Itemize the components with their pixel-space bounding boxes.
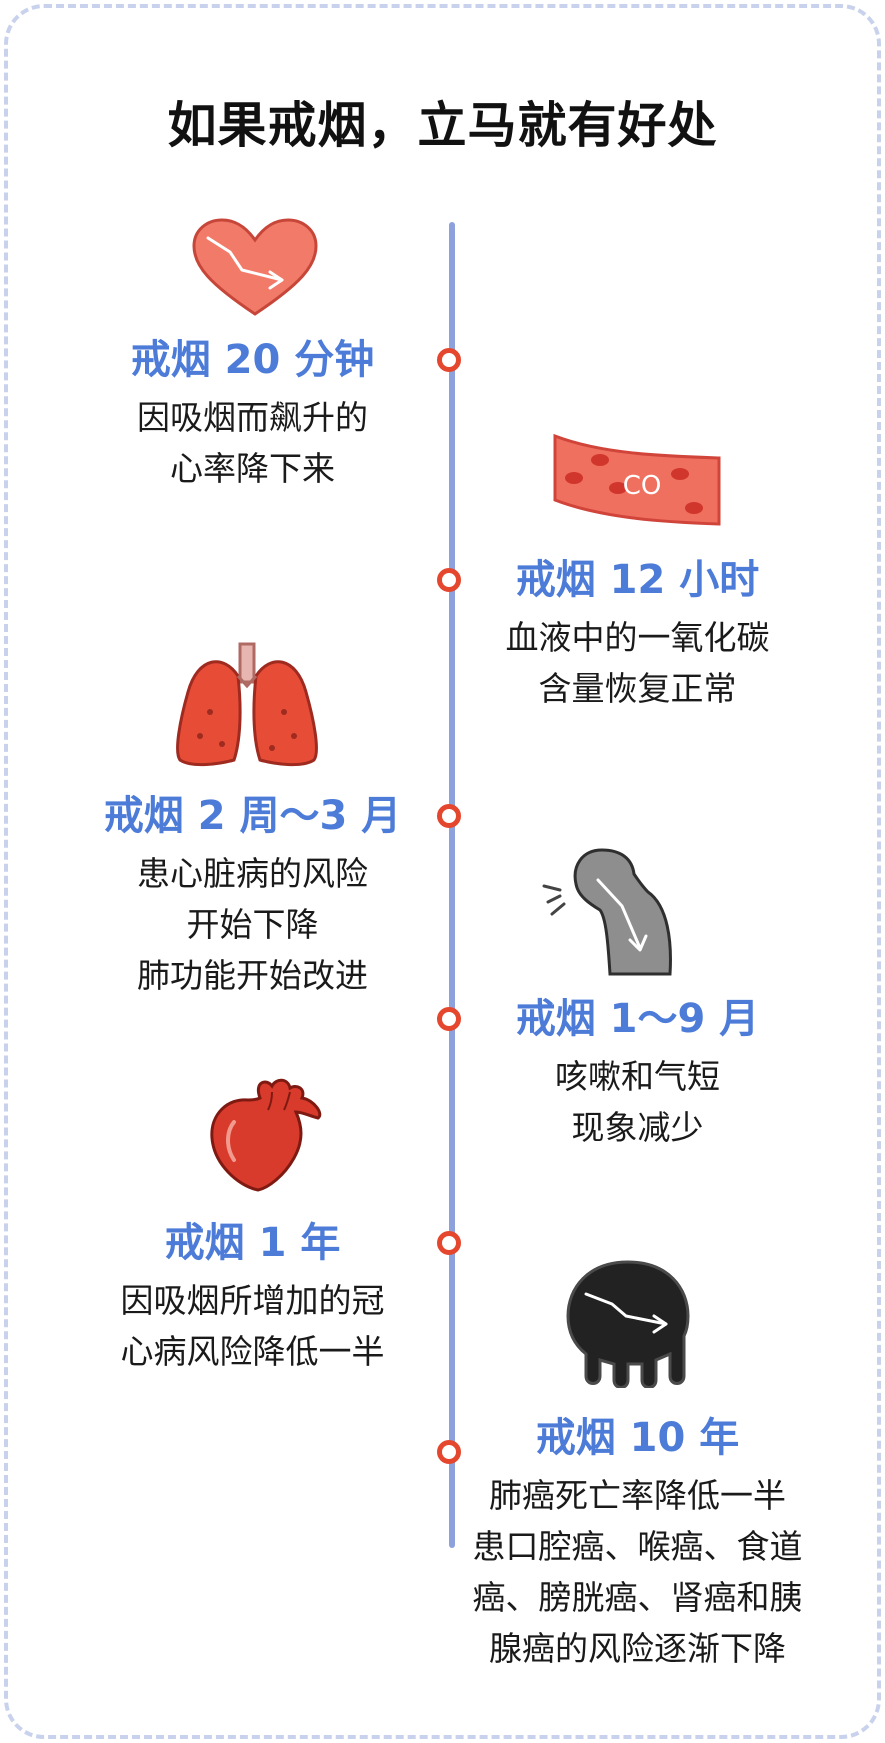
- milestone-heading: 戒烟 12 小时: [515, 557, 760, 603]
- milestone-1-9-months: 戒烟 1～9 月 咳嗽和气短 现象减少: [435, 995, 840, 1153]
- description-line: 肺癌死亡率降低一半: [489, 1476, 786, 1515]
- description-line: 心率降下来: [170, 449, 335, 488]
- description-line: 肺功能开始改进: [137, 956, 368, 995]
- heart-icon: [192, 218, 318, 316]
- timeline-dot: [437, 568, 461, 592]
- timeline-dot: [437, 1007, 461, 1031]
- description-line: 含量恢复正常: [538, 669, 737, 708]
- timeline-line: [449, 222, 455, 1548]
- milestone-description: 因吸烟而飙升的 心率降下来: [40, 392, 465, 494]
- milestone-1-year: 戒烟 1 年 因吸烟所增加的冠 心病风险降低一半: [40, 1219, 465, 1377]
- coughing-person-icon: [542, 848, 672, 976]
- co-label: CO: [623, 471, 662, 501]
- milestone-20-minutes: 戒烟 20 分钟 因吸烟而飙升的 心率降下来: [40, 336, 465, 494]
- organ-icon: [566, 1260, 690, 1388]
- description-line: 血液中的一氧化碳: [505, 618, 770, 657]
- milestone-heading: 戒烟 1 年: [164, 1220, 341, 1266]
- description-line: 咳嗽和气短: [555, 1057, 720, 1096]
- description-line: 因吸烟所增加的冠: [120, 1281, 385, 1320]
- timeline-dot: [437, 1440, 461, 1464]
- description-line: 患口腔癌、喉癌、食道: [472, 1527, 803, 1566]
- page-title: 如果戒烟，立马就有好处: [167, 97, 718, 154]
- milestone-description: 血液中的一氧化碳 含量恢复正常: [435, 612, 840, 714]
- description-line: 现象减少: [571, 1108, 704, 1147]
- blood-vessel-icon: CO: [553, 433, 721, 526]
- description-line: 心病风险降低一半: [120, 1332, 385, 1371]
- description-line: 腺癌的风险逐渐下降: [489, 1629, 786, 1668]
- milestone-heading: 戒烟 20 分钟: [130, 337, 375, 383]
- milestone-description: 咳嗽和气短 现象减少: [435, 1051, 840, 1153]
- milestone-heading: 戒烟 10 年: [535, 1415, 740, 1461]
- milestone-12-hours: 戒烟 12 小时 血液中的一氧化碳 含量恢复正常: [435, 556, 840, 714]
- milestone-description: 患心脏病的风险 开始下降 肺功能开始改进: [40, 848, 465, 1001]
- lungs-icon: [176, 642, 318, 767]
- timeline-dot: [437, 804, 461, 828]
- milestone-heading: 戒烟 1～9 月: [515, 996, 760, 1042]
- description-line: 患心脏病的风险: [137, 854, 368, 893]
- timeline-dot: [437, 348, 461, 372]
- description-line: 癌、膀胱癌、肾癌和胰: [472, 1578, 803, 1617]
- timeline-dot: [437, 1231, 461, 1255]
- milestone-10-years: 戒烟 10 年 肺癌死亡率降低一半 患口腔癌、喉癌、食道 癌、膀胱癌、肾癌和胰 …: [435, 1414, 840, 1674]
- description-line: 开始下降: [186, 905, 319, 944]
- milestone-heading: 戒烟 2 周～3 月: [103, 793, 402, 839]
- milestone-description: 肺癌死亡率降低一半 患口腔癌、喉癌、食道 癌、膀胱癌、肾癌和胰 腺癌的风险逐渐下…: [435, 1470, 840, 1674]
- milestone-description: 因吸烟所增加的冠 心病风险降低一半: [40, 1275, 465, 1377]
- milestone-2-weeks-3-months: 戒烟 2 周～3 月 患心脏病的风险 开始下降 肺功能开始改进: [40, 792, 465, 1001]
- card-frame: [4, 4, 881, 1739]
- anatomical-heart-icon: [210, 1078, 322, 1192]
- description-line: 因吸烟而飙升的: [137, 398, 368, 437]
